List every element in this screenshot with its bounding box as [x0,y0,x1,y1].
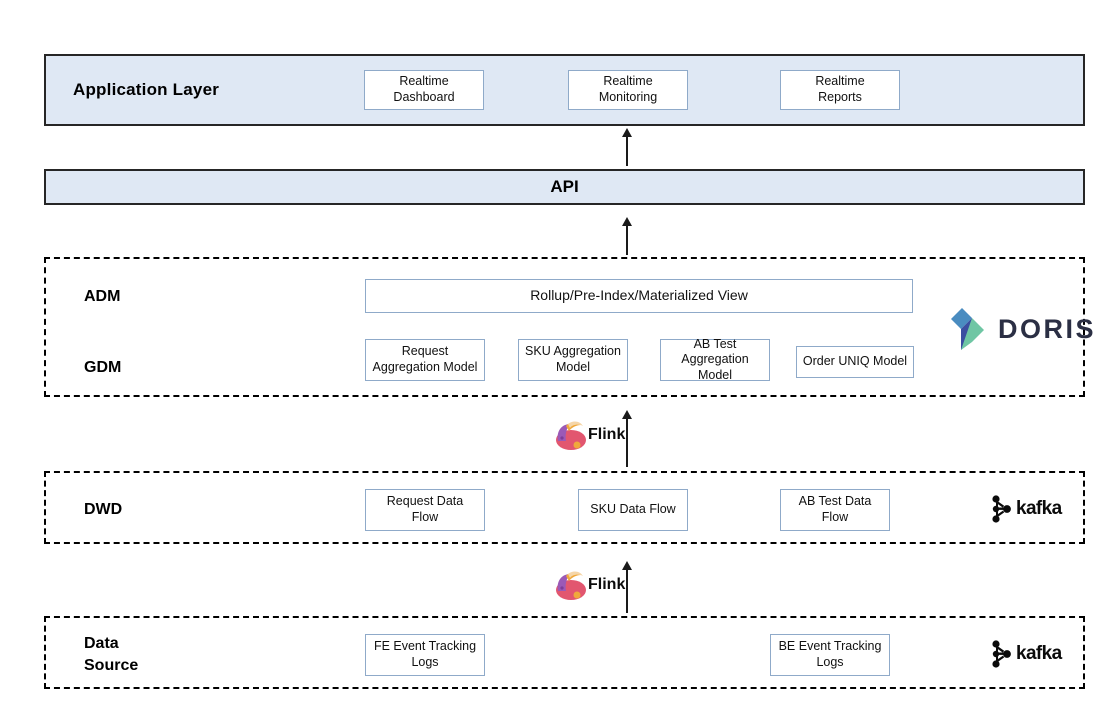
kafka-logo-text: kafka [1016,498,1062,519]
kafka-logo-source: kafka [990,639,1062,669]
doris-mark-icon [951,308,984,350]
gdm-box-order-uniq-model[interactable]: Order UNIQ Model [796,346,914,378]
dwd-row-label: DWD [84,501,123,518]
adm-box-rollup-preindex-materialized-view[interactable]: Rollup/Pre-Index/Materialized View [365,279,913,313]
flink-lower-logo: Flink [552,569,625,601]
kafka-logo-text: kafka [1016,643,1062,664]
api-layer-label: API [550,177,579,196]
flink-lower-text: Flink [588,576,626,593]
arrow-dwd-to-storage-line [626,417,628,467]
kafka-mark-icon [992,495,1011,523]
arrow-api-to-application-head [622,128,632,137]
flink-squirrel-icon [556,421,586,450]
api-layer-band: API [44,169,1085,205]
application-layer-band: Application Layer [44,54,1085,126]
dwd-box-sku-data-flow[interactable]: SKU Data Flow [578,489,688,531]
kafka-logo-dwd: kafka [990,494,1062,524]
application-layer-title: Application Layer [73,80,220,99]
arrow-api-to-application-line [626,134,628,166]
flink-upper-text: Flink [588,426,626,443]
arrow-source-to-dwd-line [626,568,628,613]
doris-logo-text: DORIS [998,313,1097,344]
arrow-source-to-dwd-head [622,561,632,570]
doris-logo: DORIS [948,305,1096,353]
kafka-mark-icon [992,640,1011,668]
arrow-storage-to-api-line [626,223,628,255]
dwd-layer-container [44,471,1085,544]
dwd-box-label: SKU Data Flow [590,502,676,517]
adm-row-label: ADM [84,288,121,305]
arrow-storage-to-api-head [622,217,632,226]
flink-squirrel-icon [556,571,586,600]
gdm-row-label: GDM [84,359,122,376]
gdm-box-label: Order UNIQ Model [802,354,908,369]
adm-box-label: Rollup/Pre-Index/Materialized View [530,287,748,304]
arrow-dwd-to-storage-head [622,410,632,419]
flink-upper-logo: Flink [552,419,625,451]
data-source-layer-container [44,616,1085,689]
